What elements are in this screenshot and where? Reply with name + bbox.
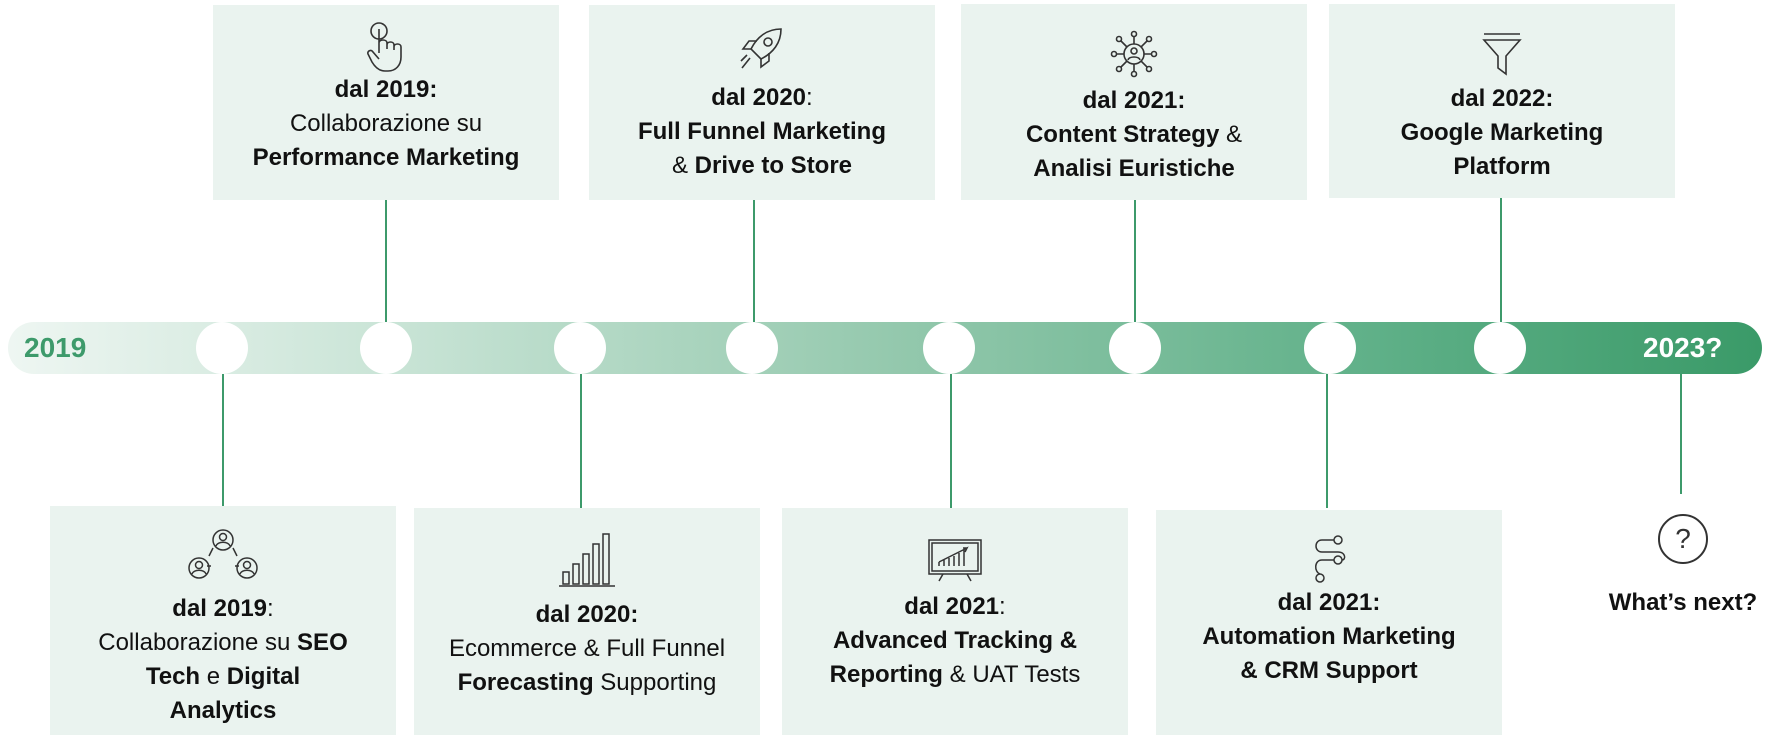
milestone-text: dal 2020: Ecommerce & Full Funnel Foreca… — [448, 601, 726, 696]
connector-line — [950, 374, 952, 508]
milestone-card-bottom: dal 2020: Ecommerce & Full Funnel Foreca… — [414, 508, 760, 735]
connector-line — [385, 195, 387, 322]
milestone-card-top: dal 2020: Full Funnel Marketing & Drive … — [589, 5, 935, 200]
milestone-card-top: dal 2019: Collaborazione su Performance … — [213, 5, 559, 200]
people-group-icon — [188, 529, 258, 579]
connector-line — [1500, 198, 1502, 322]
connector-line — [1680, 374, 1682, 494]
bar-chart-icon — [559, 533, 615, 587]
milestone-text: dal 2021: Automation Marketing & CRM Sup… — [1202, 589, 1456, 684]
pointer-hand-icon — [367, 22, 402, 72]
milestone-dot — [923, 322, 975, 374]
milestone-text: dal 2019: Collaborazione su SEO Tech e D… — [98, 595, 348, 724]
timeline-start-label: 2019 — [24, 332, 87, 363]
milestone-text: dal 2020: Full Funnel Marketing & Drive … — [637, 84, 886, 179]
funnel-icon — [1482, 33, 1522, 76]
milestone-dot — [554, 322, 606, 374]
connector-line — [580, 374, 582, 508]
milestone-card-bottom: dal 2021: Automation Marketing & CRM Sup… — [1156, 510, 1502, 735]
milestone-dot — [726, 322, 778, 374]
automation-path-icon — [1315, 535, 1346, 583]
connector-line — [222, 374, 224, 506]
milestone-dot — [1304, 322, 1356, 374]
milestone-text: dal 2021: Advanced Tracking & Reporting … — [829, 593, 1081, 688]
connector-line — [1326, 374, 1328, 508]
milestone-card-top: dal 2021: Content Strategy & Analisi Eur… — [961, 4, 1307, 200]
milestone-card-bottom: dal 2021: Advanced Tracking & Reporting … — [782, 508, 1128, 735]
network-user-icon — [1110, 30, 1158, 78]
connector-line — [753, 200, 755, 322]
milestone-dot — [1474, 322, 1526, 374]
milestone-text: dal 2022: Google Marketing Platform — [1400, 85, 1604, 180]
timeline-bar — [8, 322, 1762, 374]
connector-line — [1134, 198, 1136, 322]
milestone-text: dal 2021: Content Strategy & Analisi Eur… — [1025, 87, 1243, 182]
milestone-card-top: dal 2022: Google Marketing Platform — [1329, 4, 1675, 198]
presentation-chart-icon — [928, 539, 982, 582]
timeline-end-label: 2023? — [1643, 332, 1723, 363]
whats-next-label: What’s next? — [1608, 589, 1758, 616]
question-mark-icon: ? — [1658, 514, 1708, 564]
rocket-icon — [740, 28, 782, 69]
milestone-card-bottom: dal 2019: Collaborazione su SEO Tech e D… — [50, 506, 396, 735]
milestone-dot — [196, 322, 248, 374]
milestone-dot — [360, 322, 412, 374]
milestone-dot — [1109, 322, 1161, 374]
milestone-text: dal 2019: Collaborazione su Performance … — [252, 76, 520, 171]
